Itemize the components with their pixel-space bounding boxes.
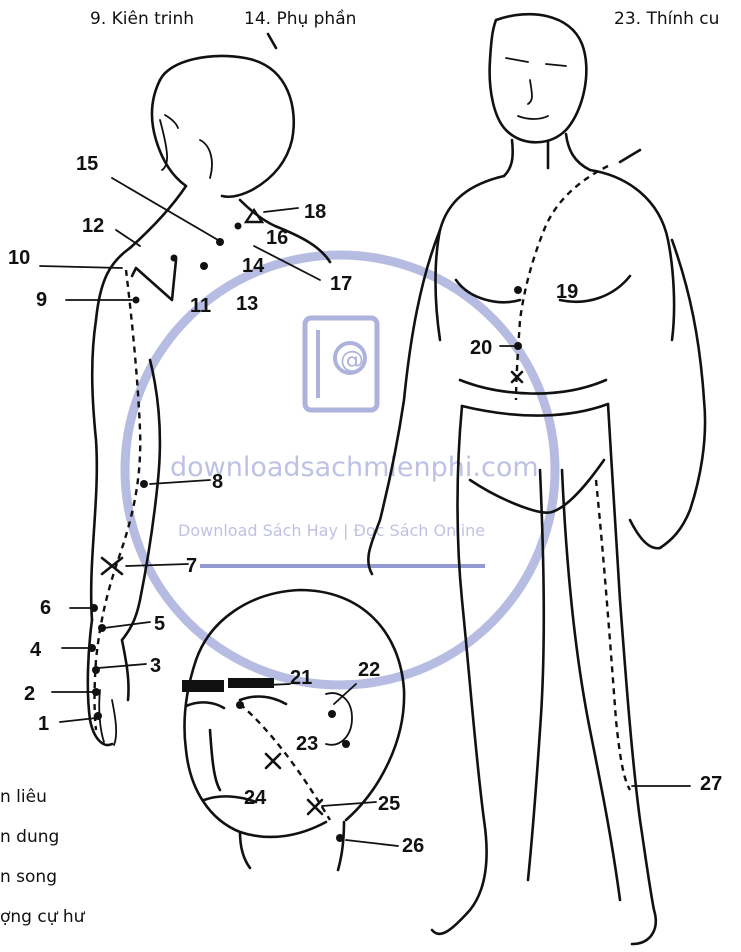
header-tick	[268, 34, 276, 48]
watermark: @ downloadsachmienphi.com Download Sách …	[125, 255, 555, 685]
point-label-12: 12	[82, 215, 104, 237]
watermark-domain: downloadsachmienphi.com	[170, 452, 539, 483]
face-detail-view	[182, 590, 404, 870]
point-label-6: 6	[40, 597, 51, 619]
left-partial-text: n liêu n dung n song ợng cự hư	[0, 787, 86, 927]
svg-text:@: @	[340, 346, 364, 374]
partial-label-1: n liêu	[0, 787, 47, 807]
point-label-4: 4	[30, 639, 42, 661]
point-label-14: 14	[242, 255, 265, 277]
partial-label-3: n song	[0, 867, 57, 887]
point-label-23: 23	[296, 733, 318, 755]
point-label-5: 5	[154, 613, 165, 635]
point-label-7: 7	[186, 555, 197, 577]
partial-label-4: ợng cự hư	[0, 907, 86, 927]
point-label-3: 3	[150, 655, 161, 677]
point-label-1: 1	[38, 713, 49, 735]
point-label-22: 22	[358, 659, 380, 681]
watermark-tagline: Download Sách Hay | Đọc Sách Online	[178, 521, 485, 540]
point-label-2: 2	[24, 683, 35, 705]
top-label-kien-trinh: 9. Kiên trinh	[90, 9, 194, 29]
top-label-phu-phan: 14. Phụ phần	[244, 8, 356, 29]
point-label-20: 20	[470, 337, 492, 359]
point-label-18: 18	[304, 201, 326, 223]
point-label-21: 21	[290, 667, 312, 689]
point-label-15: 15	[76, 153, 98, 175]
address-book-icon: @	[305, 318, 377, 410]
point-label-24: 24	[244, 787, 267, 809]
point-label-17: 17	[330, 273, 352, 295]
point-label-25: 25	[378, 793, 400, 815]
partial-label-2: n dung	[0, 827, 59, 847]
point-label-11: 11	[190, 295, 211, 317]
point-label-19: 19	[556, 281, 578, 303]
point-label-27: 27	[700, 773, 722, 795]
point-label-26: 26	[402, 835, 424, 857]
top-label-thinh-cu: 23. Thính cu	[614, 9, 719, 29]
point-label-8: 8	[212, 471, 223, 493]
point-label-13: 13	[236, 293, 258, 315]
point-label-16: 16	[266, 227, 288, 249]
point-label-10: 10	[8, 247, 30, 269]
point-label-9: 9	[36, 289, 47, 311]
